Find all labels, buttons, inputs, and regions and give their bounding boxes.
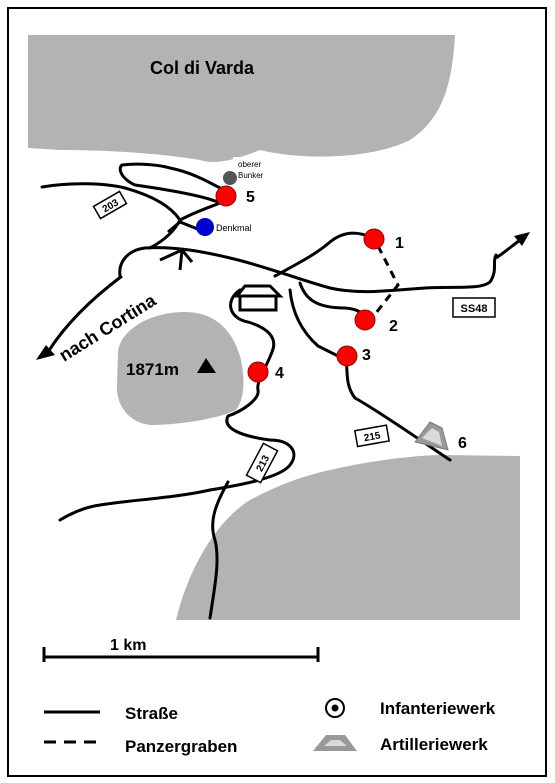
legend-artillery-label: Artilleriewerk: [380, 735, 488, 754]
site-3: 3: [336, 345, 371, 367]
scale-bar-label: 1 km: [110, 637, 146, 654]
terrain-south: [176, 455, 520, 620]
map-title: Col di Varda: [150, 58, 255, 78]
denkmal-marker: [196, 218, 214, 236]
infantry-marker-3: [336, 345, 358, 367]
upper-bunker-marker: [223, 171, 237, 185]
legend-infantry-label: Infanteriewerk: [380, 699, 496, 718]
arrow-east-shaft: [495, 238, 521, 260]
label-oberer-bunker-line1: oberer: [238, 160, 261, 169]
label-box-oberer-bunker: [233, 157, 280, 181]
site-1: 1: [363, 228, 404, 252]
terrain-col-di-varda: [28, 35, 455, 162]
road-203: [40, 182, 182, 250]
site-label-5: 5: [246, 189, 255, 206]
label-denkmal: Denkmal: [216, 223, 252, 233]
infantry-marker-2: [354, 309, 376, 331]
site-2: 2: [354, 309, 398, 335]
road-sign-213: 213: [245, 442, 279, 484]
road-label-ss48: SS48: [461, 303, 488, 315]
road-ss48: [118, 246, 498, 294]
terrain-peak-1871: [116, 312, 244, 425]
arrow-cortina-shaft: [46, 274, 123, 353]
infantry-marker-5: [215, 185, 237, 207]
infantry-marker-4: [247, 361, 269, 383]
site-5: 5: [215, 185, 255, 207]
site-label-2: 2: [389, 318, 398, 335]
arrow-east-head: [514, 232, 530, 246]
road-213-south: [208, 480, 230, 620]
legend-road-label: Straße: [125, 704, 178, 723]
arrow-cortina-head: [36, 345, 55, 360]
legend-infantry-swatch: [325, 698, 345, 718]
infantry-marker-1: [363, 228, 385, 250]
road-to-5: [168, 166, 222, 190]
road-203-loop: [118, 162, 222, 222]
site-label-4: 4: [275, 365, 284, 382]
road-sign-215: 215: [353, 424, 390, 448]
road-to-1: [273, 231, 374, 278]
building-house: [233, 284, 284, 312]
label-peak-elevation: 1871m: [126, 360, 179, 379]
peak-icon: [197, 358, 216, 373]
legend-artillery-swatch-inner: [324, 740, 347, 746]
site-4: 4: [247, 361, 284, 383]
legend: Straße Panzergraben Infanteriewerk Artil…: [44, 698, 496, 756]
label-oberer-bunker-line2: Bunker: [238, 171, 264, 180]
legend-infantry-swatch-dot: [331, 704, 339, 712]
site-6: 6: [414, 421, 467, 452]
site-label-1: 1: [395, 235, 404, 252]
tank-ditch: [370, 245, 400, 319]
scale-bar: [42, 647, 320, 662]
artillery-marker-6-inner: [422, 428, 442, 446]
road-label-215: 215: [363, 430, 382, 444]
arrows: [36, 232, 530, 360]
legend-ditch-label: Panzergraben: [125, 737, 237, 756]
road-sign-ss48: SS48: [452, 297, 496, 318]
structure-west: [159, 248, 194, 271]
road-213: [58, 288, 296, 522]
site-label-6: 6: [458, 435, 467, 452]
site-label-3: 3: [362, 347, 371, 364]
